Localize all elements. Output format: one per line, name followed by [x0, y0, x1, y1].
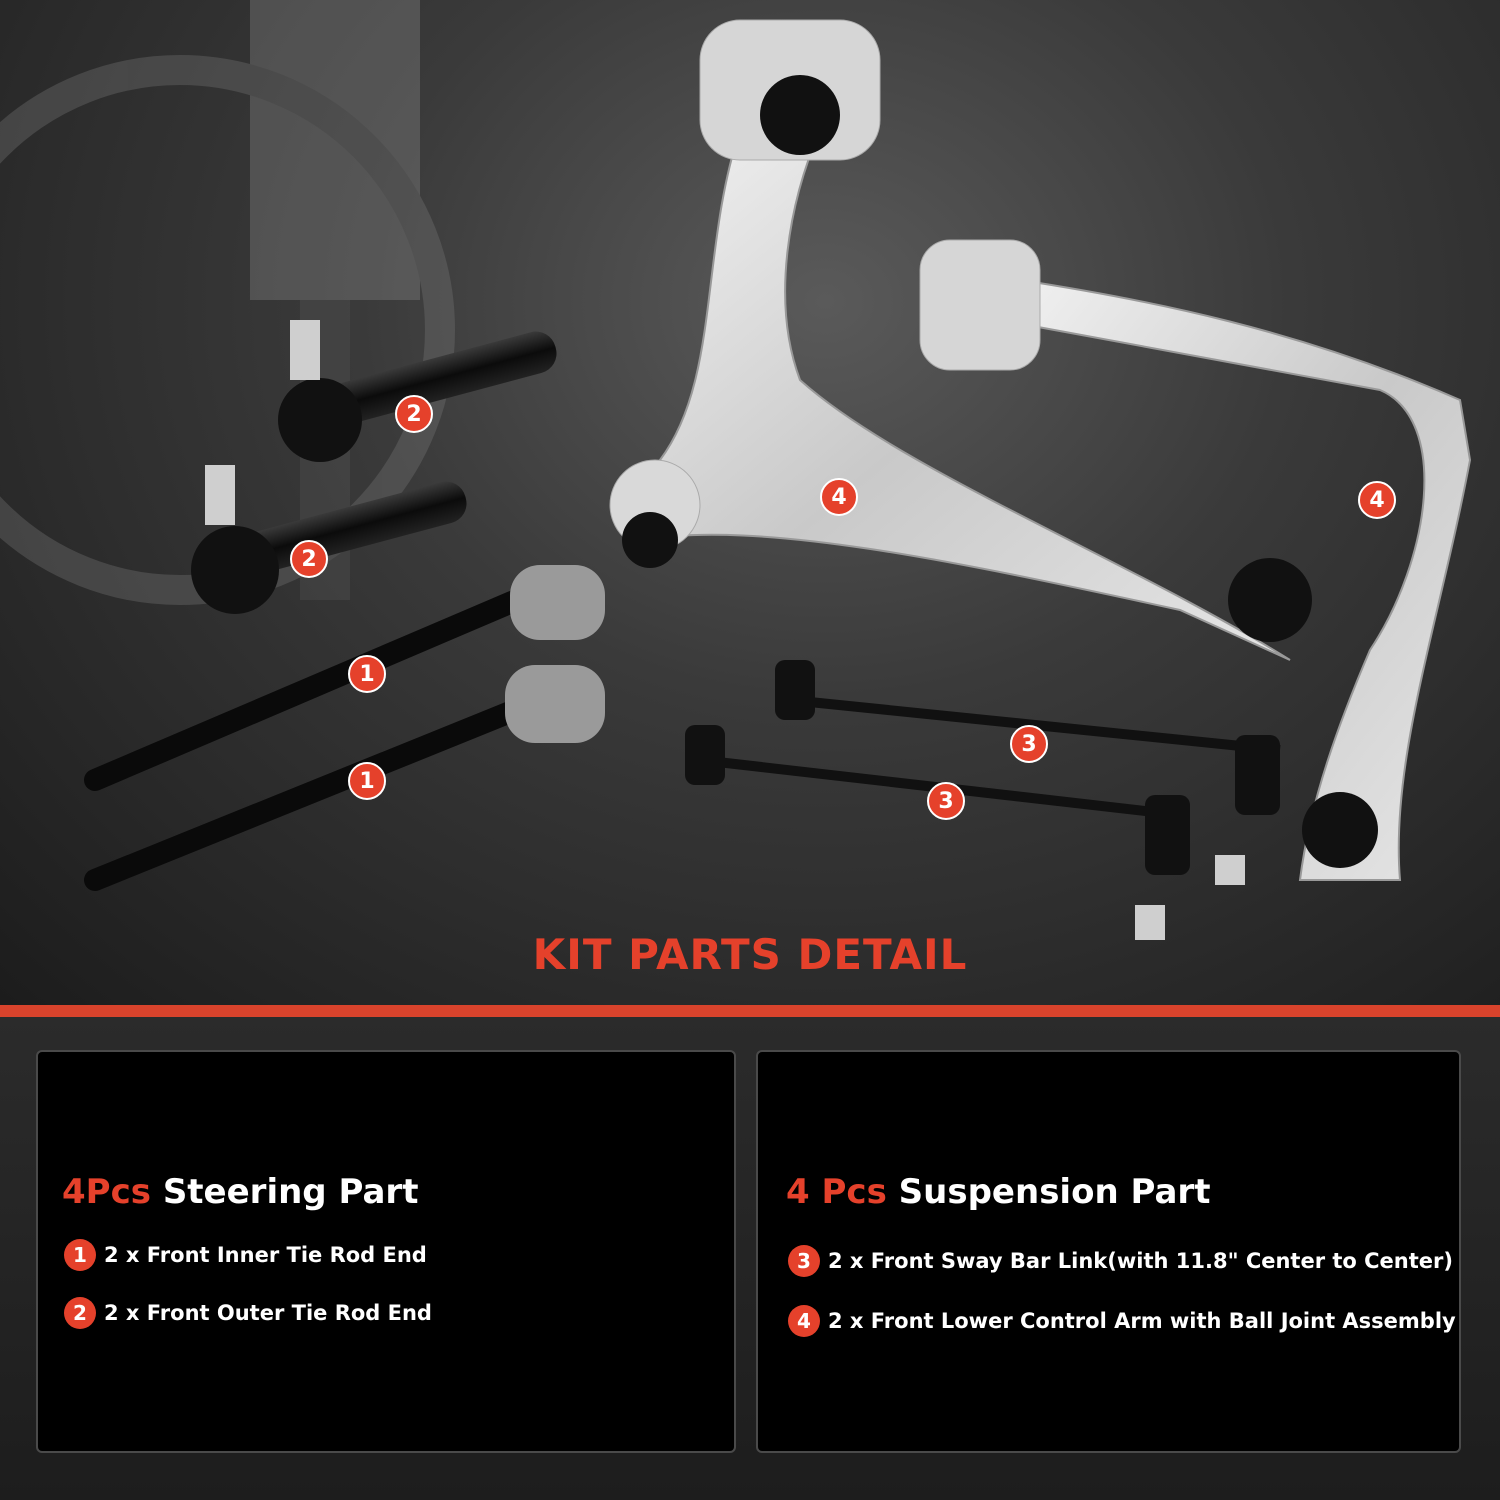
callout-3-b: 3: [927, 782, 965, 820]
parts-illustration: [0, 0, 1472, 940]
suspension-item-text: 2 x Front Lower Control Arm with Ball Jo…: [828, 1309, 1456, 1333]
number-badge: 2: [64, 1297, 96, 1329]
suspension-heading: 4 Pcs Suspension Part: [786, 1172, 1210, 1212]
steering-item-1: 1 2 x Front Inner Tie Rod End: [64, 1239, 427, 1271]
sway-bar-links: [685, 660, 1281, 940]
lower-control-arm-left: [609, 19, 1312, 661]
page-title: KIT PARTS DETAIL: [532, 930, 968, 979]
steering-label: Steering Part: [162, 1172, 419, 1212]
steering-qty: 4Pcs: [62, 1172, 151, 1212]
steering-panel: 4Pcs Steering Part 1 2 x Front Inner Tie…: [36, 1050, 736, 1453]
callout-3-a: 3: [1010, 725, 1048, 763]
number-badge: 4: [788, 1305, 820, 1337]
product-photo-area: 1 1 2 2 3 3 4 4 KIT PARTS DETAIL: [0, 0, 1500, 1005]
callout-1-b: 1: [348, 762, 386, 800]
callout-4-a: 4: [820, 478, 858, 516]
inner-tie-rods: [84, 565, 605, 891]
number-badge: 3: [788, 1245, 820, 1277]
number-badge: 1: [64, 1239, 96, 1271]
lower-control-arm-right: [919, 239, 1472, 881]
steering-heading: 4Pcs Steering Part: [62, 1172, 418, 1212]
outer-tie-rod-ends: [191, 320, 557, 614]
suspension-label: Suspension Part: [898, 1172, 1211, 1212]
suspension-item-3: 3 2 x Front Sway Bar Link(with 11.8" Cen…: [788, 1245, 1453, 1277]
suspension-qty: 4 Pcs: [786, 1172, 887, 1212]
steering-item-2: 2 2 x Front Outer Tie Rod End: [64, 1297, 432, 1329]
suspension-item-text: 2 x Front Sway Bar Link(with 11.8" Cente…: [828, 1249, 1453, 1273]
steering-item-text: 2 x Front Inner Tie Rod End: [104, 1243, 427, 1267]
callout-4-b: 4: [1358, 481, 1396, 519]
callout-1-a: 1: [348, 655, 386, 693]
accent-divider: [0, 1005, 1500, 1017]
suspension-item-4: 4 2 x Front Lower Control Arm with Ball …: [788, 1305, 1456, 1337]
steering-item-text: 2 x Front Outer Tie Rod End: [104, 1301, 432, 1325]
callout-2-a: 2: [395, 395, 433, 433]
suspension-panel: 4 Pcs Suspension Part 3 2 x Front Sway B…: [756, 1050, 1461, 1453]
callout-2-b: 2: [290, 540, 328, 578]
